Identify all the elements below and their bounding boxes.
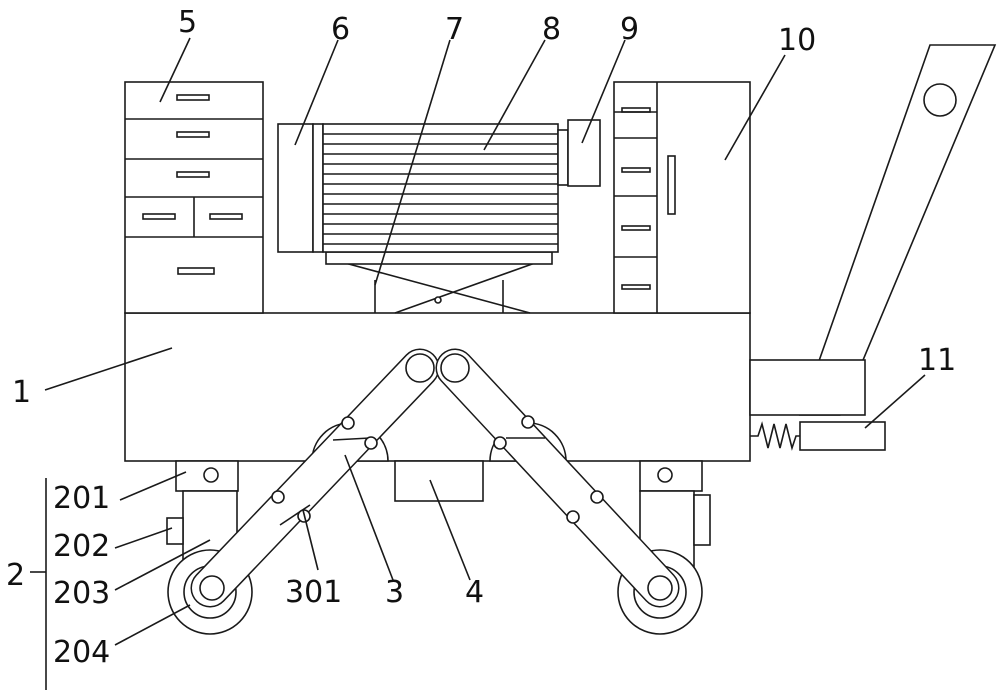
label-201: 201 [53,481,110,516]
label-204: 204 [53,635,110,670]
left-leg [190,348,440,608]
label-203: 203 [53,576,110,611]
right-cabinet [613,81,751,314]
label-10: 10 [778,23,816,58]
main-body [124,312,751,462]
label-202: 202 [53,529,110,564]
label-11: 11 [918,343,956,378]
label-301: 301 [285,575,342,610]
label-4: 4 [465,575,484,610]
label-5: 5 [178,5,197,40]
label-2: 2 [6,558,25,593]
leader-lines [30,37,926,690]
drawer-cabinet [124,81,264,314]
motor [277,119,601,253]
label-6: 6 [331,12,350,47]
handle [749,44,997,416]
label-9: 9 [620,12,639,47]
label-7: 7 [445,12,464,47]
label-8: 8 [542,12,561,47]
right-leg [435,348,680,608]
bottom-box [394,460,484,502]
scissor-lift [325,251,553,314]
label-3: 3 [385,575,404,610]
label-1: 1 [12,375,31,410]
spring-assembly [750,421,886,451]
